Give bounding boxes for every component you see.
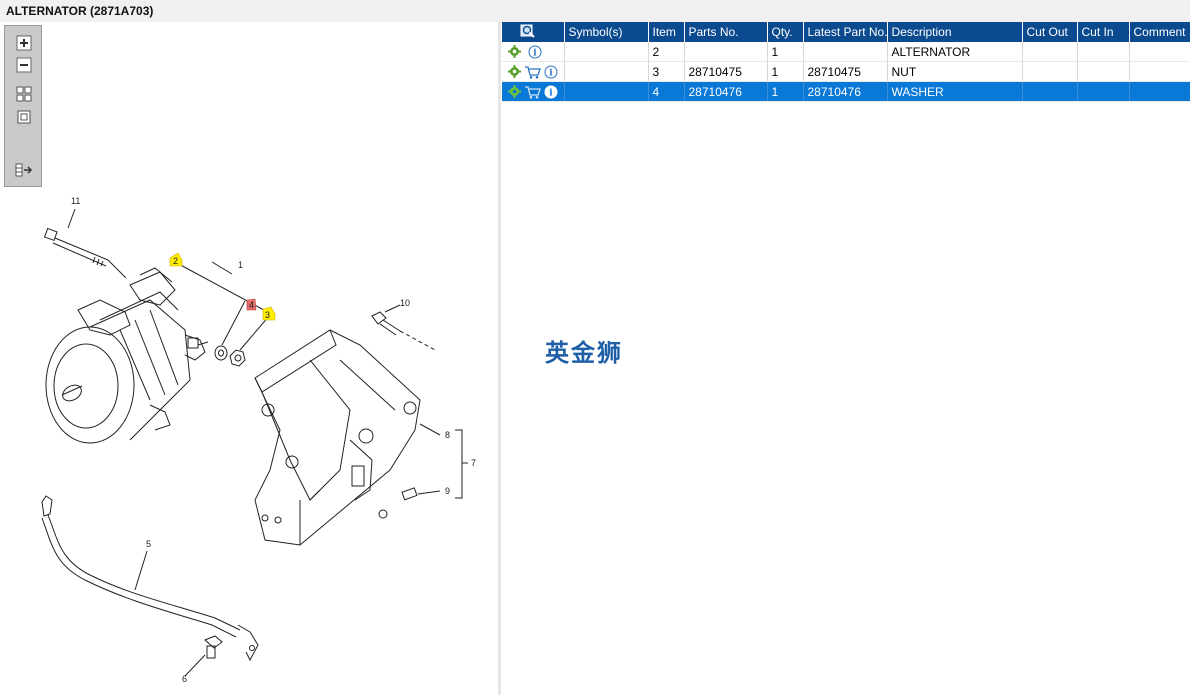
cable-drawing [41, 495, 259, 662]
column-header-comment[interactable]: Comment [1129, 22, 1190, 42]
title-bar: ALTERNATOR (2871A703) [0, 0, 1190, 23]
svg-text:i: i [533, 48, 537, 58]
row-actions-cell: i [502, 81, 565, 102]
cell-comment [1129, 42, 1190, 62]
export-icon[interactable] [15, 162, 33, 178]
window-title: ALTERNATOR (2871A703) [6, 4, 154, 18]
column-header-symbols[interactable]: Symbol(s) [564, 22, 649, 42]
gear-icon[interactable] [508, 65, 521, 78]
callout-10: 10 [400, 298, 410, 308]
callout-5: 5 [146, 539, 151, 549]
zoom-in-icon[interactable] [15, 35, 33, 51]
info-icon[interactable]: i [544, 65, 558, 79]
cell-cut-in [1077, 81, 1130, 102]
gear-icon[interactable] [508, 85, 521, 98]
actual-size-icon[interactable] [15, 109, 33, 125]
cell-cut-out [1022, 42, 1078, 62]
callout-3: 3 [265, 310, 270, 320]
info-icon[interactable]: i [528, 45, 542, 59]
cell-symbols [564, 61, 649, 82]
cell-item: 3 [648, 61, 685, 82]
callout-6: 6 [182, 674, 187, 684]
column-header-latest-part-no[interactable]: Latest Part No. [803, 22, 888, 42]
cell-comment [1129, 61, 1190, 82]
fit-all-icon[interactable] [15, 86, 33, 102]
cell-item: 2 [648, 42, 685, 62]
cell-cut-in [1077, 42, 1130, 62]
table-row[interactable]: i 2 1 ALTERNATOR [502, 42, 1190, 62]
cell-symbols [564, 81, 649, 102]
callout-9: 9 [445, 486, 450, 496]
cell-item: 4 [648, 81, 685, 102]
row-actions-cell: i [502, 42, 565, 62]
callout-2: 2 [173, 256, 178, 266]
table-header-row: Symbol(s) Item Parts No. Qty. Latest Par… [502, 22, 1190, 42]
exploded-parts-diagram[interactable]: 2 4 3 1 11 10 8 7 9 5 6 [0, 22, 498, 695]
column-header-cut-out[interactable]: Cut Out [1022, 22, 1078, 42]
cell-description: NUT [887, 61, 1023, 82]
bolt-11-drawing [43, 227, 127, 279]
table-row-selected[interactable]: i 4 28710476 1 28710476 WASHER [502, 81, 1190, 102]
alternator-drawing [45, 267, 209, 444]
parts-table: Symbol(s) Item Parts No. Qty. Latest Par… [502, 22, 1190, 102]
column-header-description[interactable]: Description [887, 22, 1023, 42]
nut-drawing [229, 349, 246, 367]
cell-part-no: 28710476 [684, 81, 768, 102]
pin-drawing [401, 487, 418, 501]
watermark-text: 英金狮 [545, 339, 623, 367]
mounting-bracket-drawing [254, 329, 421, 546]
cell-description: WASHER [887, 81, 1023, 102]
cell-part-no [684, 42, 768, 62]
cart-icon[interactable] [524, 65, 541, 79]
zoom-out-icon[interactable] [15, 57, 33, 73]
search-icon[interactable] [506, 24, 536, 38]
callout-11: 11 [71, 196, 80, 206]
callout-4: 4 [249, 300, 254, 310]
cell-description: ALTERNATOR [887, 42, 1023, 62]
zoom-toolbar [4, 25, 42, 187]
callout-8: 8 [445, 430, 450, 440]
callout-7: 7 [471, 458, 476, 468]
parts-table-pane: Symbol(s) Item Parts No. Qty. Latest Par… [502, 22, 1190, 695]
row-actions-cell: i [502, 61, 565, 82]
cell-cut-out [1022, 61, 1078, 82]
cell-qty: 1 [767, 81, 804, 102]
cart-icon[interactable] [524, 85, 541, 99]
table-row[interactable]: i 3 28710475 1 28710475 NUT [502, 61, 1190, 82]
cell-part-no: 28710475 [684, 61, 768, 82]
gear-icon[interactable] [508, 45, 521, 58]
column-header-parts-no[interactable]: Parts No. [684, 22, 768, 42]
diagram-pane[interactable] [0, 22, 498, 695]
cell-latest-part-no: 28710475 [803, 61, 888, 82]
pane-splitter[interactable] [498, 22, 501, 695]
washer-drawing [214, 345, 228, 361]
cell-cut-in [1077, 61, 1130, 82]
svg-text:i: i [549, 88, 553, 98]
column-header-search[interactable] [502, 22, 565, 42]
info-icon[interactable]: i [544, 85, 558, 99]
column-header-item[interactable]: Item [648, 22, 685, 42]
column-header-cut-in[interactable]: Cut In [1077, 22, 1130, 42]
svg-text:i: i [549, 68, 553, 78]
bolt-10-drawing [371, 311, 436, 351]
callout-1: 1 [238, 260, 243, 270]
cell-latest-part-no [803, 42, 888, 62]
cell-qty: 1 [767, 42, 804, 62]
cell-cut-out [1022, 81, 1078, 102]
cell-comment [1129, 81, 1190, 102]
bolt-6-drawing [204, 635, 223, 659]
cell-symbols [564, 42, 649, 62]
cell-latest-part-no: 28710476 [803, 81, 888, 102]
column-header-qty[interactable]: Qty. [767, 22, 804, 42]
cell-qty: 1 [767, 61, 804, 82]
